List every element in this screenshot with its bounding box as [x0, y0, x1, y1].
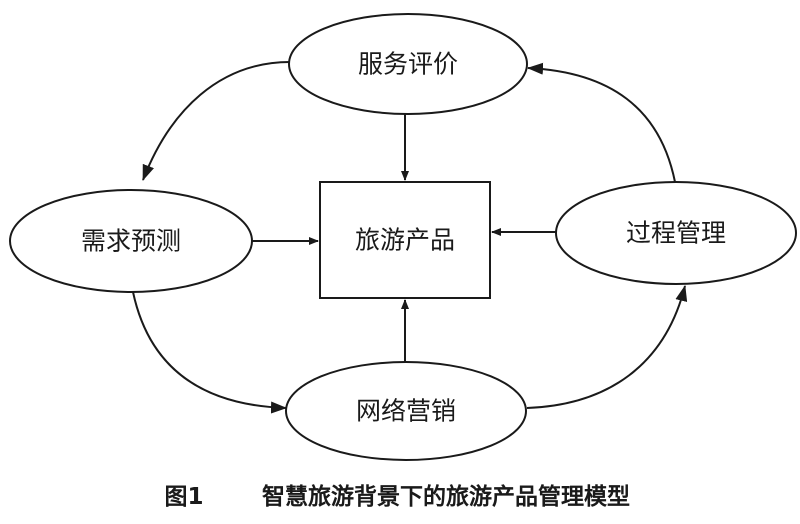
- figure-title: 智慧旅游背景下的旅游产品管理模型: [262, 483, 630, 510]
- edge-service-to-demand: [142, 61, 291, 181]
- node-process-management-label: 过程管理: [626, 219, 726, 248]
- edge-marketing-to-process: [526, 285, 688, 409]
- edge-demand-to-marketing: [132, 291, 287, 414]
- figure-number: 图1: [164, 484, 203, 510]
- edge-process-to-service: [527, 62, 676, 183]
- node-tourism-product-label: 旅游产品: [355, 226, 455, 255]
- node-demand-forecast: 需求预测: [9, 189, 253, 293]
- node-service-evaluation-label: 服务评价: [358, 50, 458, 79]
- node-process-management: 过程管理: [555, 181, 797, 285]
- figure-caption: 图1 智慧旅游背景下的旅游产品管理模型: [164, 483, 630, 510]
- node-service-evaluation: 服务评价: [288, 13, 528, 115]
- node-demand-forecast-label: 需求预测: [81, 227, 181, 256]
- node-network-marketing-label: 网络营销: [356, 397, 456, 426]
- node-tourism-product: 旅游产品: [319, 181, 491, 299]
- node-network-marketing: 网络营销: [285, 361, 527, 461]
